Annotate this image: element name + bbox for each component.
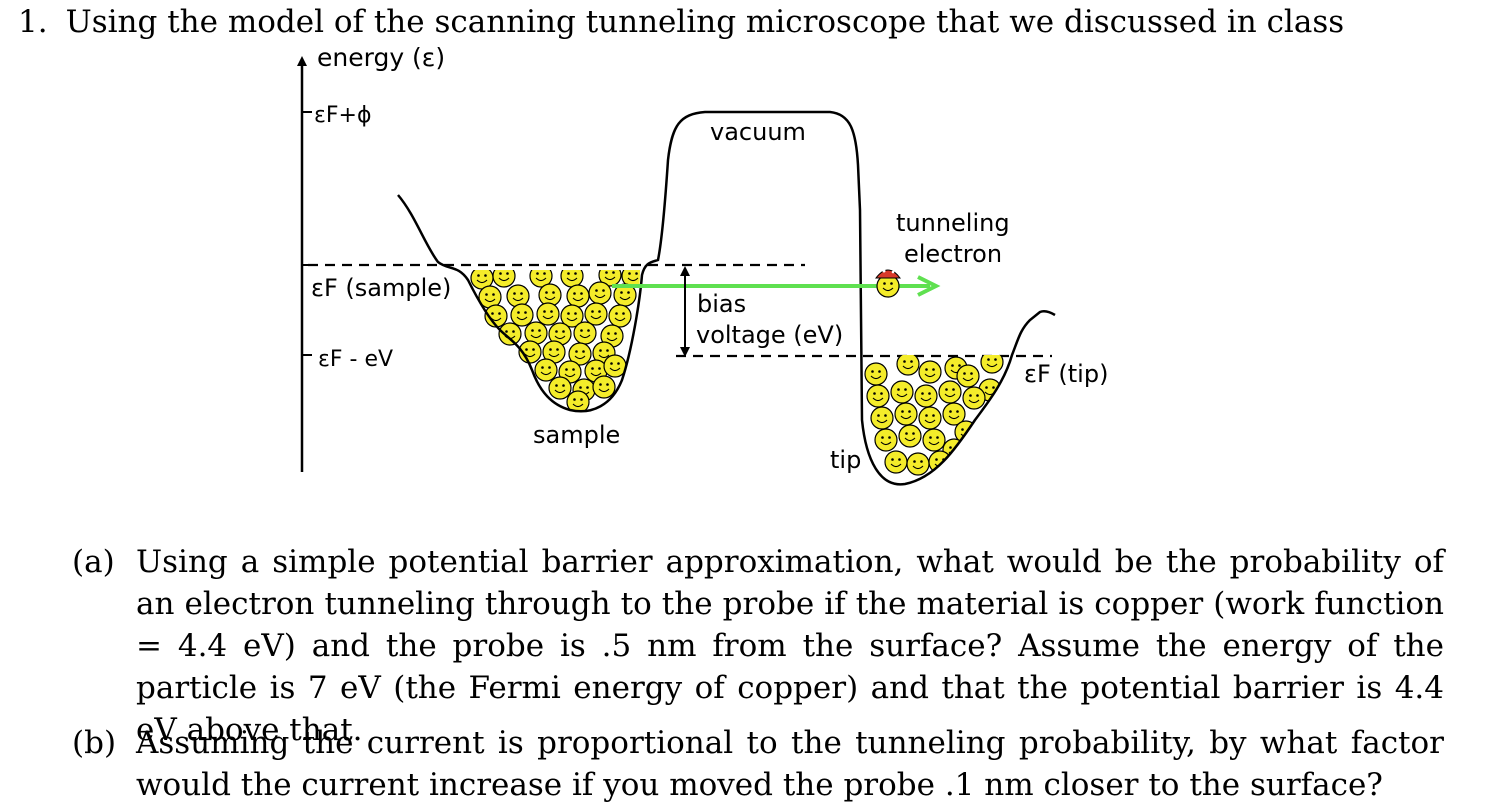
energy-axis-label: energy (ε) <box>317 43 445 72</box>
part-b-label: (b) <box>72 725 117 761</box>
part-b: (b) Assuming the current is proportional… <box>72 722 1444 812</box>
part-a-text: Using a simple potential barrier approxi… <box>136 544 1444 748</box>
part-b-text: Assuming the current is proportional to … <box>136 725 1444 803</box>
part-a-label: (a) <box>72 544 115 580</box>
tunneling-electron <box>874 269 902 298</box>
potential-energy-curve <box>397 110 1056 486</box>
tunneling-label-line2: electron <box>904 240 1002 268</box>
tip-electrons <box>864 355 1004 476</box>
sample-label: sample <box>533 421 620 449</box>
question-text: Using the model of the scanning tunnelin… <box>65 4 1345 40</box>
level-label-ef-plus-phi: εF+ϕ <box>314 103 372 128</box>
level-label-ef-tip: εF (tip) <box>1024 360 1108 388</box>
tip-label: tip <box>830 446 861 474</box>
bias-arrow-bottom <box>680 347 690 357</box>
part-a: (a) Using a simple potential barrier app… <box>72 541 1444 748</box>
bias-label-line1: bias <box>697 290 746 318</box>
vacuum-label: vacuum <box>710 118 806 146</box>
tunneling-label-line1: tunneling <box>896 209 1010 237</box>
bias-label-line2: voltage (eV) <box>696 321 843 349</box>
energy-axis-arrowhead <box>297 56 307 66</box>
question-number: 1. <box>18 4 48 40</box>
level-label-ef-sample: εF (sample) <box>311 274 451 302</box>
level-label-ef-minus-ev: εF - eV <box>318 347 393 372</box>
tunneling-arrow-head <box>917 275 941 297</box>
bias-arrow-top <box>680 266 690 276</box>
question-heading: 1. Using the model of the scanning tunnel… <box>18 4 1344 40</box>
